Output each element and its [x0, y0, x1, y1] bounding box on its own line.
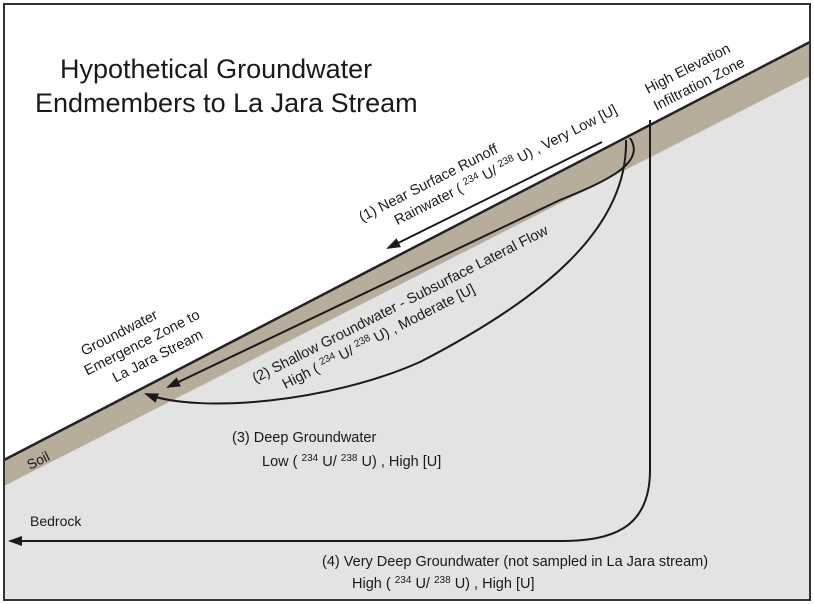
flowpath-3-arrow [144, 139, 628, 405]
bedrock-label: Bedrock [30, 513, 82, 529]
flowpath-3-ratio-level: Low [262, 454, 289, 470]
flowpath-2-ratio-open: ( [310, 361, 322, 378]
flowpath-1-arrow [386, 141, 603, 249]
flowpath-4-comma: , [474, 576, 478, 592]
flowpath-4-conc: High [U] [482, 576, 534, 592]
flowpath-3-comma: , [381, 454, 385, 470]
svg-text:High (: High ( 234 U/ 238 U) , High [U] [352, 571, 535, 592]
flowpath-4-ratio-sup-a: 234 [395, 575, 412, 586]
flowpath-3-name: Deep Groundwater [254, 430, 377, 446]
flowpath-1-ratio-open: ( [454, 181, 466, 198]
soil-layer [4, 42, 810, 486]
flowpath-3-label: (3) Deep Groundwater Low ( 234 U/ 238 U)… [232, 430, 441, 470]
flowpath-2-number: (2) [250, 364, 273, 386]
flowpath-4-ratio-u-b: U) [455, 576, 470, 592]
flowpath-3-ratio-u-b: U) [361, 454, 376, 470]
ground-surface-line [3, 40, 811, 462]
flowpath-4-ratio-open: ( [386, 576, 391, 592]
svg-text:Low (: Low ( 234 U/ 238 U) , High [U] [262, 449, 441, 470]
svg-text:(4) Very Dee: (4) Very Deep Groundwater (not sampled i… [322, 554, 708, 570]
figure-border [3, 3, 811, 601]
flowpath-3-ratio-sup-a: 234 [302, 453, 319, 464]
flowpath-4-ratio-level: High [352, 576, 382, 592]
diagram-title-line2: Endmembers to La Jara Stream [35, 88, 418, 118]
flowpath-4-number: (4) [322, 554, 340, 570]
flowpath-4-ratio-u-a: U/ [415, 576, 430, 592]
flowpath-4-ratio-sup-b: 238 [434, 575, 451, 586]
diagram-title-line1: Hypothetical Groundwater [60, 54, 372, 84]
flowpath-3-ratio-u-a: U/ [322, 454, 337, 470]
bedrock-region [4, 46, 810, 600]
flowpath-3-conc: High [U] [389, 454, 441, 470]
flowpath-4-arrow [8, 120, 651, 546]
flowpath-1-number: (1) [357, 203, 380, 225]
flowpath-3-number: (3) [232, 430, 250, 446]
flowpath-2-comma: , [389, 321, 400, 337]
flowpath-4-label: (4) Very Deep Groundwater (not sampled i… [322, 554, 708, 592]
flowpath-4-name: Very Deep Groundwater (not sampled in La… [344, 554, 708, 570]
flowpath-3-ratio-open: ( [293, 454, 298, 470]
flowpath-3-ratio-sup-b: 238 [341, 453, 358, 464]
flowpath-2-arrow [166, 137, 635, 388]
flowpath-1-comma: , [532, 141, 543, 157]
svg-text:(3) Deep Gr: (3) Deep Groundwater [232, 430, 376, 446]
